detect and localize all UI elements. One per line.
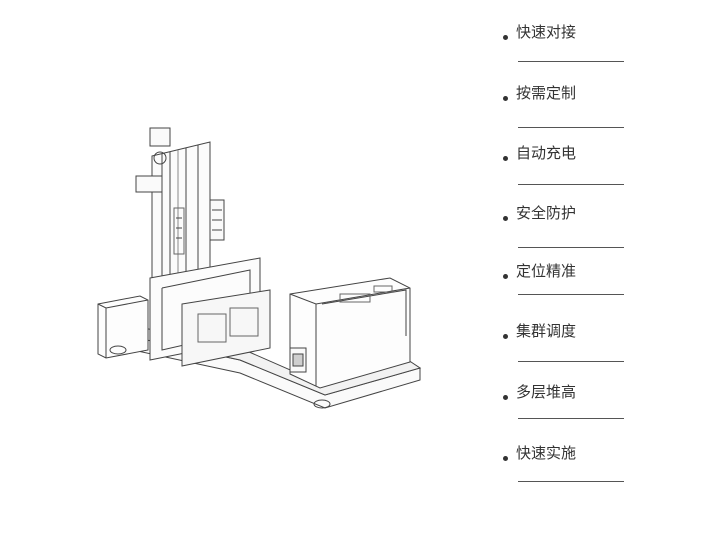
agv-robot-illustration <box>97 127 422 409</box>
feature-item-safety: 安全防护 <box>500 203 630 233</box>
bullet-icon <box>503 334 508 339</box>
feature-divider <box>518 127 624 128</box>
feature-label: 定位精准 <box>516 262 577 280</box>
feature-divider <box>518 481 624 482</box>
feature-divider <box>518 294 624 295</box>
bullet-icon <box>503 156 508 161</box>
feature-item-auto-charge: 自动充电 <box>500 143 630 173</box>
feature-label: 按需定制 <box>516 84 577 102</box>
feature-label: 快速对接 <box>516 23 577 41</box>
bullet-icon <box>503 395 508 400</box>
feature-item-custom: 按需定制 <box>500 83 630 113</box>
feature-item-fleet: 集群调度 <box>500 321 630 351</box>
feature-divider <box>518 61 624 62</box>
feature-label: 集群调度 <box>516 322 577 340</box>
bullet-icon <box>503 35 508 40</box>
feature-divider <box>518 247 624 248</box>
feature-label: 安全防护 <box>516 204 577 222</box>
feature-item-quick-docking: 快速对接 <box>500 22 630 52</box>
feature-item-stacking: 多层堆高 <box>500 382 630 412</box>
feature-label: 多层堆高 <box>516 383 577 401</box>
bullet-icon <box>503 456 508 461</box>
feature-label: 快速实施 <box>516 444 577 462</box>
feature-item-deployment: 快速实施 <box>500 443 630 473</box>
feature-divider <box>518 184 624 185</box>
feature-divider <box>518 418 624 419</box>
feature-divider <box>518 361 624 362</box>
feature-label: 自动充电 <box>516 144 577 162</box>
bullet-icon <box>503 274 508 279</box>
bullet-icon <box>503 216 508 221</box>
bullet-icon <box>503 96 508 101</box>
feature-item-positioning: 定位精准 <box>500 261 630 291</box>
